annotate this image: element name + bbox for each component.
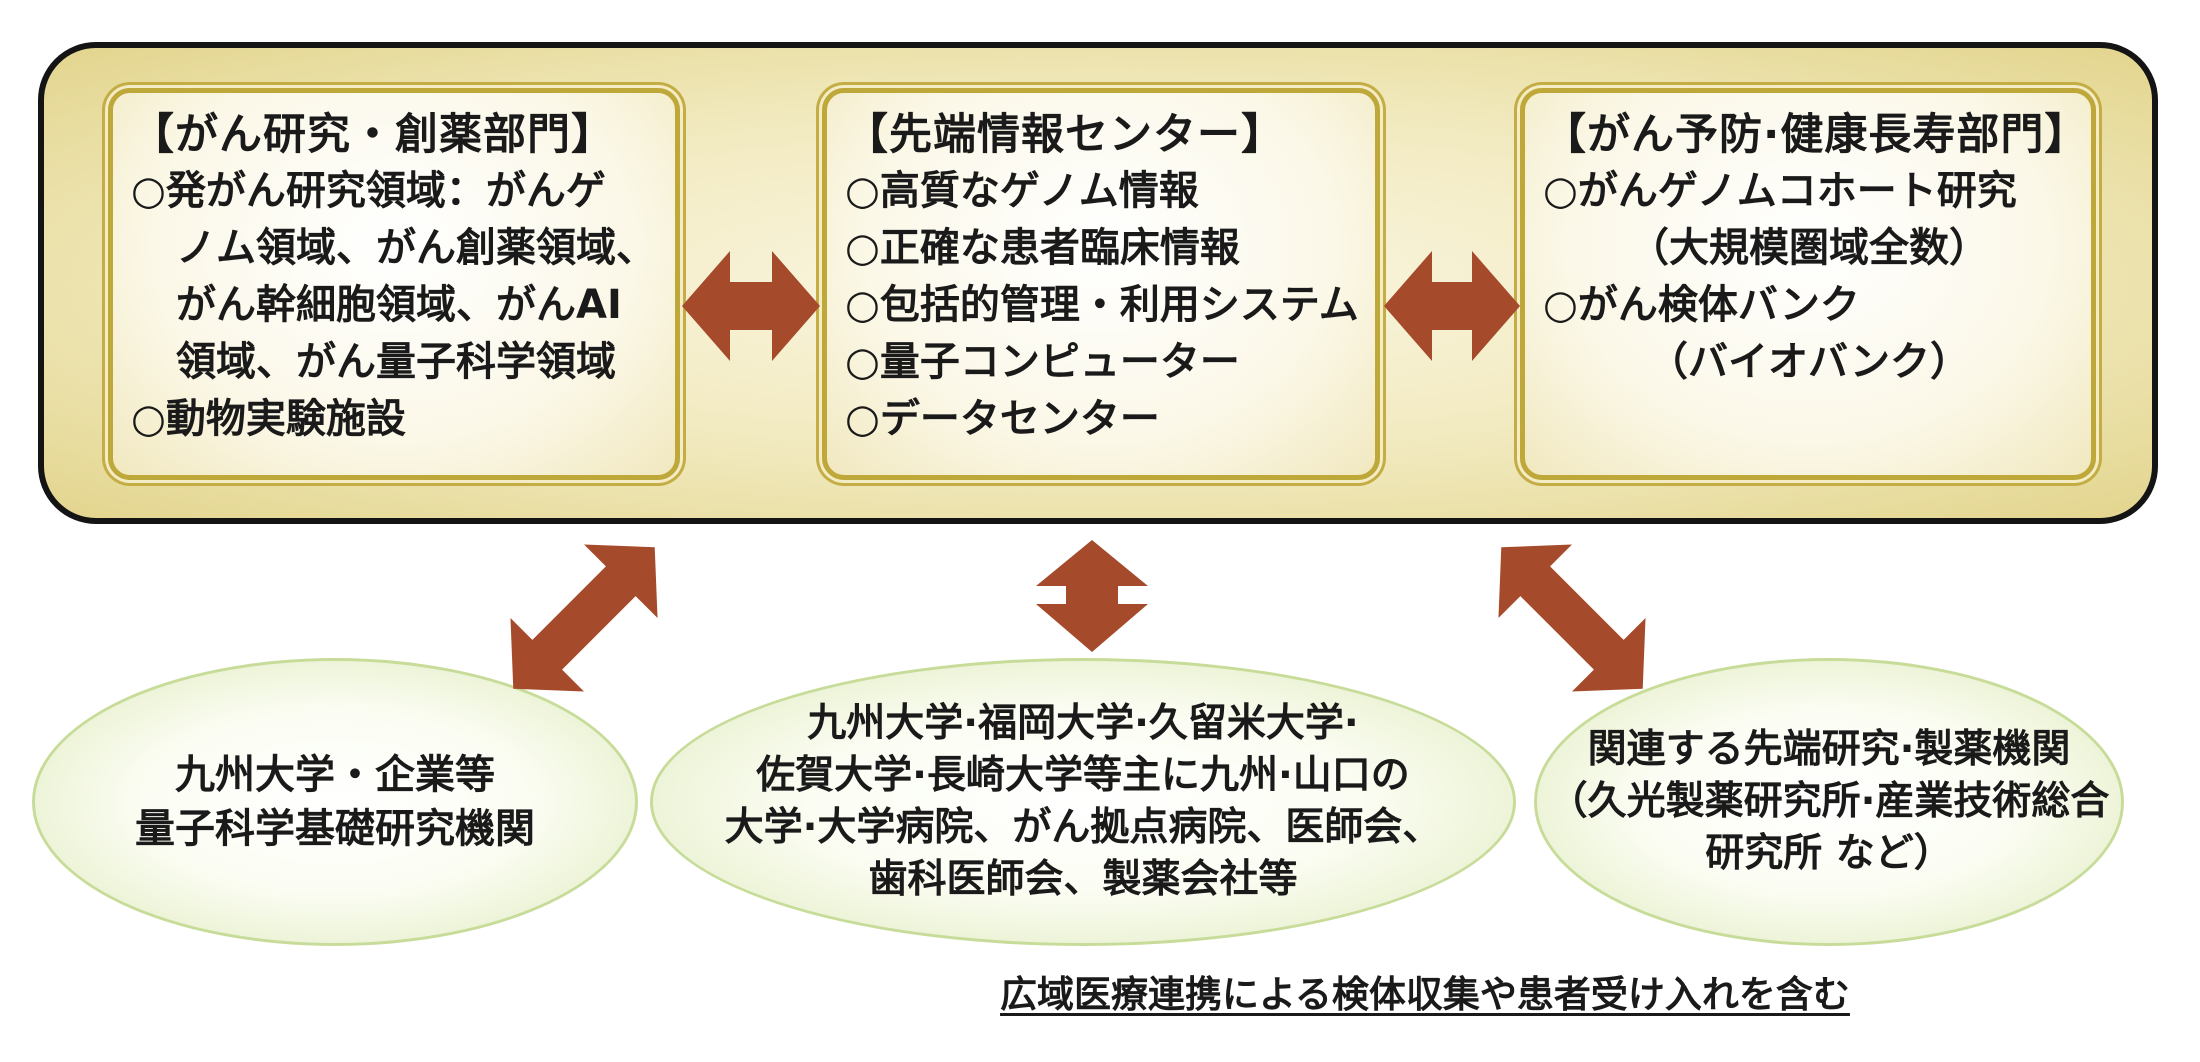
dept-title-research: 【がん研究・創薬部門】	[131, 110, 615, 160]
dept-item: ○がん検体バンク	[1543, 282, 1860, 328]
partner-ellipse-universities-hospitals: 九州大学·福岡大学·久留米大学· 佐賀大学·長崎大学等主に九州·山口の 大学·大…	[650, 658, 1516, 946]
partner-text: 量子科学基礎研究機関	[135, 806, 535, 852]
dept-item: ○包括的管理・利用システム	[845, 282, 1359, 328]
double-arrow-panel-pharma	[1498, 544, 1646, 692]
dept-item: 領域、がん量子科学領域	[176, 339, 616, 385]
cancer-prevention-longevity-box: 【がん予防·健康長寿部門】 ○がんゲノムコホート研究 （大規模圏域全数） ○がん…	[1520, 88, 2096, 480]
dept-item: がん幹細胞領域、がんAI	[176, 282, 622, 328]
dept-item: （バイオバンク）	[1648, 339, 1970, 385]
advanced-information-center-box: 【先端情報センター】 ○高質なゲノム情報 ○正確な患者臨床情報 ○包括的管理・利…	[822, 88, 1380, 480]
double-arrow-panel-kyushu	[510, 544, 658, 692]
dept-item: ○発がん研究領域：がんゲ	[131, 168, 606, 214]
partner-text: （久光製薬研究所·産業技術総合	[1548, 779, 2110, 824]
partner-text: 研究所 など）	[1705, 831, 1953, 876]
partner-text: 九州大学·福岡大学·久留米大学·	[807, 701, 1359, 746]
partner-text: 佐賀大学·長崎大学等主に九州·山口の	[756, 753, 1410, 798]
partner-text: 関連する先端研究·製薬機関	[1587, 727, 2071, 772]
dept-item: ノム領域、がん創薬領域、	[176, 225, 656, 271]
partner-text: 大学·大学病院、がん拠点病院、医師会、	[724, 805, 1442, 850]
dept-item: ○量子コンピューター	[845, 339, 1240, 385]
double-arrow-panel-universities	[1036, 540, 1148, 652]
partner-ellipse-research-pharma: 関連する先端研究·製薬機関 （久光製薬研究所·産業技術総合 研究所 など）	[1534, 658, 2124, 946]
dept-item: ○がんゲノムコホート研究	[1543, 168, 2017, 214]
dept-title-info-center: 【先端情報センター】	[845, 110, 1285, 160]
cancer-research-drug-discovery-box: 【がん研究・創薬部門】 ○発がん研究領域：がんゲ ノム領域、がん創薬領域、 がん…	[108, 88, 680, 480]
double-arrow-research-info	[682, 251, 820, 361]
partner-ellipse-kyushu-university: 九州大学・企業等 量子科学基礎研究機関	[32, 658, 638, 946]
dept-item: ○データセンター	[845, 396, 1160, 442]
dept-item: ○高質なゲノム情報	[845, 168, 1199, 214]
footnote-wide-area-medical-collaboration: 広域医療連携による検体収集や患者受け入れを含む	[1000, 973, 1850, 1016]
double-arrow-info-prevention	[1384, 251, 1520, 361]
partner-text: 歯科医師会、製薬会社等	[868, 857, 1298, 902]
dept-item: （大規模圏域全数）	[1629, 225, 1989, 271]
dept-item: ○正確な患者臨床情報	[845, 225, 1240, 271]
dept-item: ○動物実験施設	[131, 396, 406, 442]
partner-text: 九州大学・企業等	[175, 752, 495, 798]
dept-title-prevention: 【がん予防·健康長寿部門】	[1543, 110, 2089, 160]
